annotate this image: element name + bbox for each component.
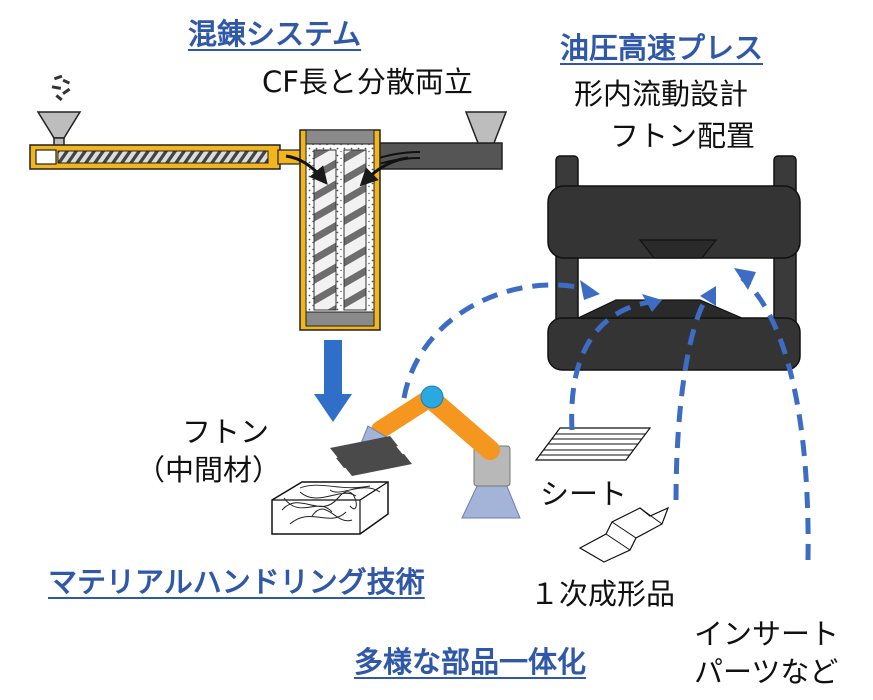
cf-length-label: CF長と分散両立 (262, 65, 473, 99)
flow-arrows (401, 276, 811, 561)
parts-label: パーツなど (694, 655, 839, 689)
insert-label: インサート (694, 617, 840, 651)
futon-placement-label: フトン配置 (610, 119, 756, 153)
sheet-label: シート (540, 477, 628, 511)
flow-arrowheads (580, 268, 756, 312)
fiber-block-icon (271, 481, 389, 535)
futon-label: フトン (182, 415, 270, 449)
down-arrow-icon (314, 340, 352, 422)
hopper-icon (464, 111, 508, 144)
screw-icon (57, 150, 269, 164)
screw-icon (313, 149, 337, 311)
sheet-icon (534, 427, 652, 461)
press-icon (547, 155, 801, 371)
material-handling-heading: マテリアルハンドリング技術 (48, 565, 425, 599)
screw-icon (343, 149, 367, 311)
extruder-barrel (29, 144, 281, 170)
futon-mats-icon (330, 436, 412, 476)
primary-formed-label: １次成形品 (530, 577, 676, 611)
feed-arrows (285, 154, 409, 187)
robot-arm-icon (359, 385, 521, 519)
formed-part-icon (578, 506, 670, 563)
fiber-pellets-icon (51, 74, 71, 102)
kneading-unit (299, 129, 381, 331)
fiber-feed-pipe (371, 111, 508, 170)
integration-heading: 多様な部品一体化 (354, 645, 587, 679)
hydraulic-press-heading: 油圧高速プレス (560, 31, 764, 65)
press-design-label: 形内流動設計 (574, 77, 749, 111)
intermediate-label: （中間材） (136, 453, 282, 487)
mixing-system-heading: 混錬システム (188, 17, 362, 51)
hopper-icon (36, 111, 82, 149)
